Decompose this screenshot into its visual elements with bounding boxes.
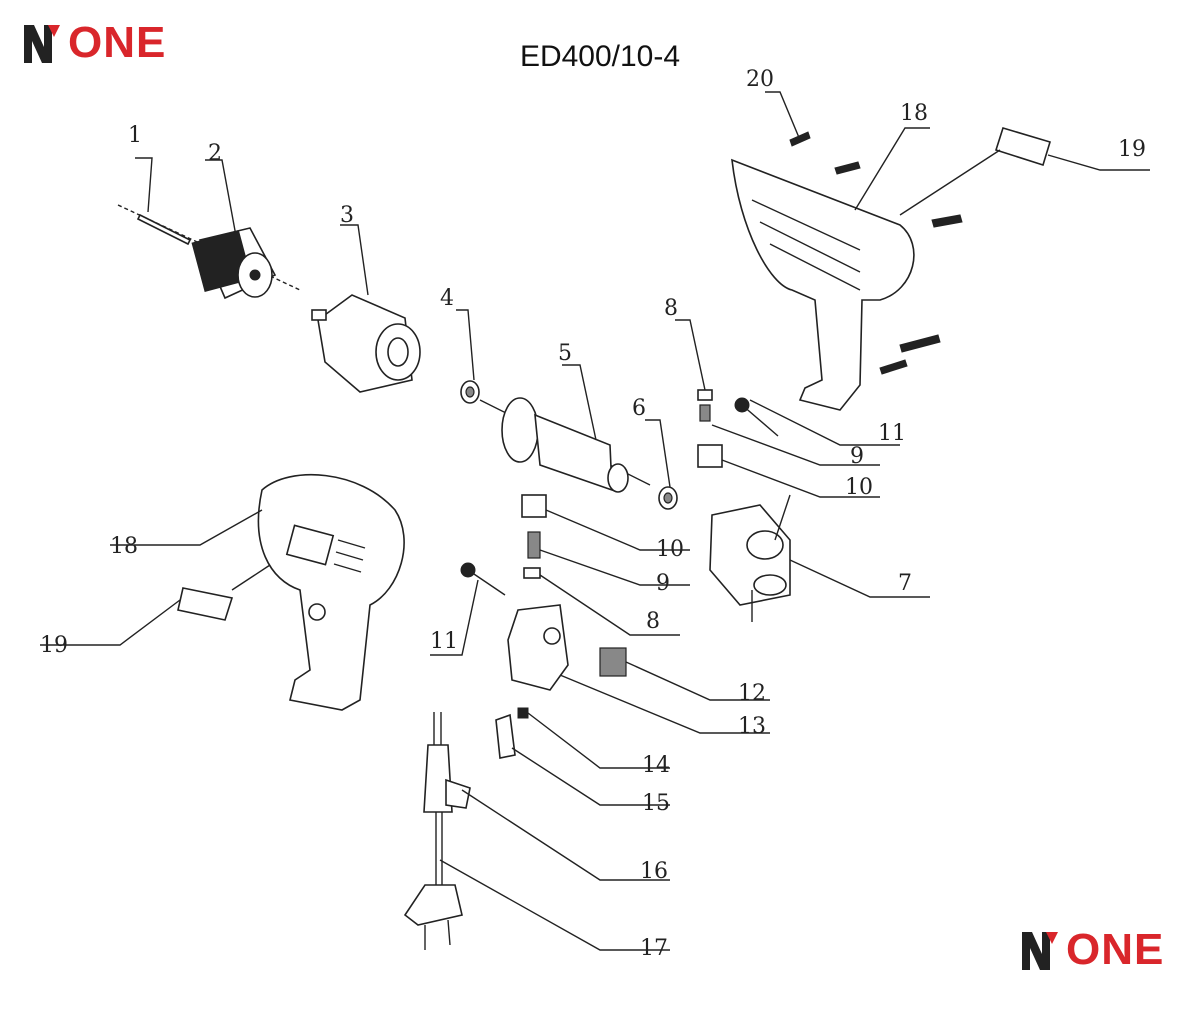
brand-mark-icon [24, 25, 60, 63]
callout-7: 7 [898, 571, 912, 596]
callout-9-upper: 9 [850, 444, 864, 469]
callout-20: 20 [746, 67, 774, 92]
callout-19-right: 19 [1118, 137, 1146, 162]
callout-10-lower: 10 [656, 537, 684, 562]
part-18-housing-right: 20 18 19 [731, 67, 1150, 411]
brand-name-bottom: ONE [1066, 925, 1165, 974]
callout-18-right: 18 [900, 101, 928, 126]
part-16-17-power-cord: 16 17 [403, 712, 670, 961]
part-11-lower-brush-holder: 11 [430, 562, 506, 656]
callout-12: 12 [738, 681, 766, 706]
diagram-title: ED400/10-4 [519, 40, 681, 73]
part-4-bearing: 4 [440, 286, 480, 404]
part-12-13-switch: 12 13 [507, 604, 770, 739]
part-8-9-10-lower-brush: 10 9 8 [521, 494, 690, 636]
callout-3: 3 [340, 203, 354, 228]
part-6-bearing: 6 [632, 396, 678, 510]
callout-8-lower: 8 [646, 609, 660, 634]
callout-15: 15 [642, 791, 670, 816]
callout-4: 4 [440, 286, 454, 311]
part-11-upper-brush-holder: 11 [734, 397, 906, 446]
part-14-15-cable-clamp: 14 15 [495, 707, 670, 816]
callout-17: 17 [640, 936, 668, 961]
part-3-gearbox: 3 [311, 203, 421, 393]
callout-9-lower: 9 [656, 571, 670, 596]
callout-11-upper: 11 [878, 421, 906, 446]
callout-2: 2 [208, 141, 222, 166]
brand-name: ONE [68, 18, 167, 67]
callout-19-left: 19 [40, 633, 68, 658]
callout-18-left: 18 [110, 534, 138, 559]
part-8-9-10-upper-brush: 8 9 10 [664, 296, 880, 500]
callout-10-upper: 10 [845, 475, 873, 500]
callout-16: 16 [640, 859, 668, 884]
brand-mark-icon [1022, 932, 1058, 970]
callout-8-upper: 8 [664, 296, 678, 321]
brand-logo-bottom: ONE [1020, 925, 1164, 975]
part-18-housing-left: 18 19 [40, 473, 405, 711]
part-2-chuck: 2 [191, 141, 277, 300]
part-7-stator: 7 [709, 494, 930, 622]
callout-1: 1 [128, 123, 142, 148]
callout-6: 6 [632, 396, 646, 421]
callout-13: 13 [738, 714, 766, 739]
callout-5: 5 [558, 341, 572, 366]
callout-14: 14 [642, 753, 670, 778]
part-5-armature: 5 [479, 341, 651, 493]
brand-logo: ONE [22, 18, 166, 68]
callout-11-lower: 11 [430, 629, 458, 654]
